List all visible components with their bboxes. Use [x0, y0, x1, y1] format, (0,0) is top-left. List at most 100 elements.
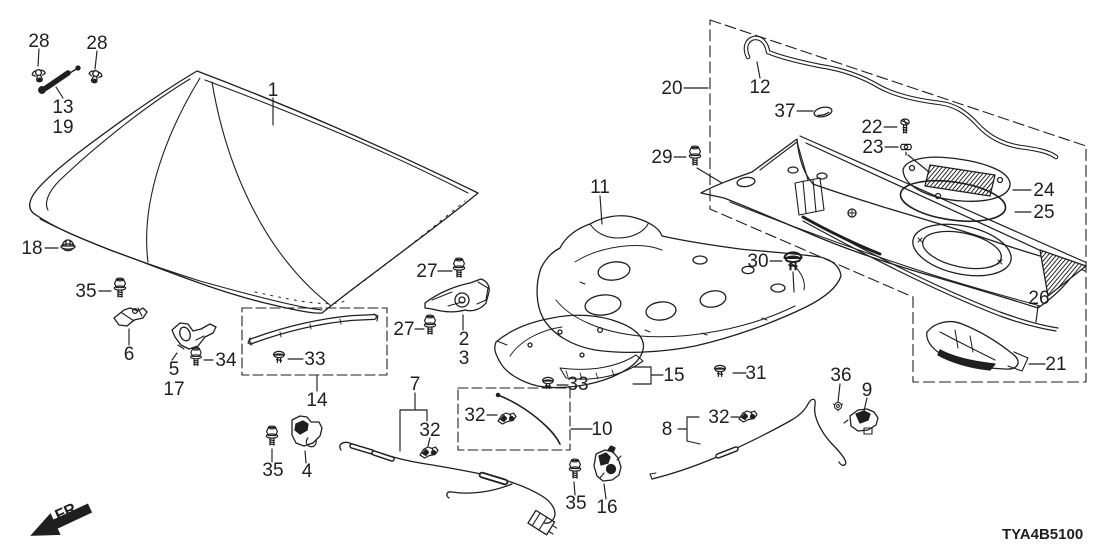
part-label-4: 4 — [302, 461, 313, 482]
part-label-14: 14 — [306, 390, 328, 411]
part-label-33: 33 — [567, 374, 588, 395]
strut-clip-icon — [31, 68, 47, 84]
oval-grommet-icon — [812, 104, 834, 120]
windshield-seal — [743, 35, 1059, 160]
part-label-31: 31 — [745, 363, 766, 384]
cable-clip-detail — [495, 392, 561, 445]
leader-line — [599, 195, 603, 225]
cap-nut-icon — [60, 239, 76, 252]
part-label-6: 6 — [124, 344, 135, 365]
part-label-12: 12 — [749, 77, 770, 98]
part-label-35: 35 — [565, 493, 586, 514]
screw-icon — [900, 118, 910, 134]
push-clip-icon — [783, 251, 803, 271]
part-label-35: 35 — [262, 460, 283, 481]
part-label-22: 22 — [861, 117, 882, 138]
part-label-11: 11 — [590, 177, 610, 198]
part-label-5: 5 — [169, 359, 180, 380]
reference-boxes — [241, 19, 1087, 451]
part-label-1: 1 — [268, 80, 279, 101]
part-label-27: 27 — [393, 319, 414, 340]
part-label-28: 28 — [28, 31, 49, 52]
latch-switch — [843, 408, 879, 435]
striker-bracket — [291, 415, 323, 448]
part-label-21: 21 — [1045, 354, 1066, 375]
part-label-37: 37 — [774, 101, 795, 122]
flange-bolt-icon — [568, 458, 582, 479]
part-label-18: 18 — [21, 238, 42, 259]
hood-hinge — [424, 278, 490, 313]
leader-line — [696, 167, 723, 184]
leader-line — [907, 154, 930, 173]
cowl-top-assembly — [700, 35, 1087, 309]
part-label-2: 2 — [459, 329, 470, 350]
lid-gasket — [899, 179, 1007, 223]
part-label-32: 32 — [464, 405, 485, 426]
cable-clip-icon — [497, 412, 517, 425]
hood-latch — [593, 445, 622, 482]
part-label-32: 32 — [419, 420, 440, 441]
hood-seal-ref-box — [241, 307, 388, 376]
front-insulator — [494, 314, 645, 389]
leader-line — [1035, 305, 1039, 323]
push-clip-icon — [272, 350, 286, 364]
leader-line — [603, 483, 607, 500]
grommet-icon — [832, 401, 844, 412]
part-label-3: 3 — [459, 348, 470, 369]
leader-line — [171, 352, 178, 361]
leader-line — [863, 397, 868, 412]
part-label-27: 27 — [416, 261, 437, 282]
part-label-19: 19 — [52, 117, 73, 138]
flange-bolt-icon — [265, 425, 279, 446]
small-nut-icon — [899, 143, 913, 156]
part-label-20: 20 — [661, 78, 682, 99]
part-label-8: 8 — [662, 419, 673, 440]
part-label-24: 24 — [1033, 180, 1055, 201]
part-label-7: 7 — [410, 374, 421, 395]
leader-line — [427, 437, 431, 447]
flange-bolt-icon — [688, 145, 702, 166]
cable-clip-icon — [419, 446, 439, 459]
hood-front-seal — [247, 313, 379, 346]
part-label-9: 9 — [862, 380, 873, 401]
leader-line — [837, 383, 841, 403]
part-label-17: 17 — [163, 379, 184, 400]
flange-bolt-icon — [452, 257, 466, 278]
leader-line — [573, 481, 576, 496]
part-label-23: 23 — [862, 137, 883, 158]
leader-lines — [37, 48, 1046, 500]
part-label-26: 26 — [1028, 288, 1049, 309]
cable-clip-ref-box — [457, 387, 571, 451]
lock-cable-front — [339, 441, 558, 536]
leader-line — [756, 61, 761, 79]
hood-insulator — [536, 215, 842, 353]
flange-bolt-icon — [423, 314, 437, 335]
part-label-13: 13 — [52, 97, 73, 118]
leader-line — [304, 450, 307, 464]
cowl-weatherstrip — [801, 215, 1059, 332]
leader-line — [686, 440, 701, 445]
hood-panel — [29, 70, 479, 314]
cable-clip-icon — [738, 410, 758, 423]
leader-line — [94, 50, 98, 70]
hinge-base-bracket — [171, 322, 217, 350]
part-label-16: 16 — [596, 497, 617, 518]
lock-cable-rear — [649, 398, 847, 480]
cowl-region-ref-box — [709, 19, 1087, 383]
part-label-35: 35 — [75, 281, 96, 302]
hood-stay-rod — [38, 65, 81, 94]
washer-lid — [902, 156, 1011, 202]
part-label-15: 15 — [663, 365, 684, 386]
flange-bolt-icon — [113, 277, 127, 298]
side-cowl-garnish — [926, 321, 1029, 372]
part-label-29: 29 — [651, 147, 672, 168]
push-clip-icon — [713, 364, 727, 378]
part-label-32: 32 — [708, 407, 729, 428]
part-label-30: 30 — [747, 251, 768, 272]
stay-bracket — [113, 307, 148, 327]
part-label-10: 10 — [591, 419, 612, 440]
fr-label: FR. — [53, 499, 83, 525]
